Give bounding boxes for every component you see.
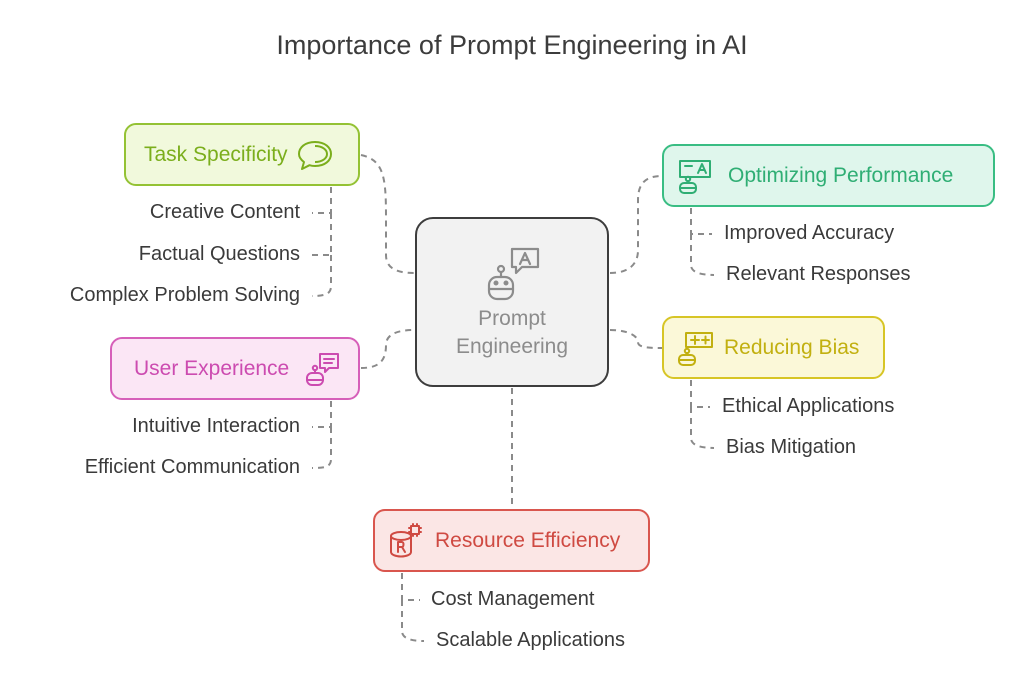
connector-complex-problem: [311, 255, 332, 297]
center-label-line2: Engineering: [455, 335, 569, 358]
connector-scalable-applications: [401, 600, 425, 642]
robot-translate-icon: [676, 157, 714, 195]
node-user-experience: User Experience: [110, 337, 360, 400]
robot-speech-icon: [487, 247, 540, 301]
item-factual-questions: Factual Questions: [138, 243, 300, 265]
connector-cost-management: [401, 573, 420, 601]
center-node-prompt-engineering: Prompt Engineering: [415, 217, 609, 387]
item-creative-content: Creative Content: [149, 201, 300, 223]
node-reducing-bias: Reducing Bias: [662, 316, 885, 379]
item-complex-problem-solving: Complex Problem Solving: [69, 284, 300, 306]
connector-creative-content: [312, 187, 332, 214]
connector-efficient-communication: [311, 427, 332, 469]
item-bias-mitigation: Bias Mitigation: [726, 436, 857, 458]
database-chip-icon: [387, 522, 425, 560]
connector-optimizing-performance: [609, 175, 663, 274]
item-efficient-communication: Efficient Communication: [84, 456, 300, 478]
connector-relevant-responses: [690, 234, 715, 276]
connector-intuitive-interaction: [312, 401, 332, 428]
connector-factual-questions: [312, 213, 332, 256]
speech-bubble-icon: [296, 136, 334, 174]
item-scalable-applications: Scalable Applications: [436, 629, 626, 651]
node-label: User Experience: [134, 356, 290, 380]
connector-reducing-bias: [609, 329, 663, 349]
connector-bias-mitigation: [690, 407, 715, 449]
node-label: Task Specificity: [144, 142, 288, 166]
diagram-title: Importance of Prompt Engineering in AI: [276, 30, 748, 60]
connector-user-experience: [360, 329, 415, 369]
connector-task-specificity: [360, 154, 415, 274]
item-cost-management: Cost Management: [431, 588, 595, 610]
node-label: Resource Efficiency: [435, 528, 621, 552]
node-resource-efficiency: Resource Efficiency: [373, 509, 650, 572]
item-ethical-applications: Ethical Applications: [722, 395, 895, 417]
connector-improved-accuracy: [690, 208, 712, 235]
node-task-specificity: Task Specificity: [124, 123, 360, 186]
robot-chat-icon: [303, 350, 341, 388]
node-optimizing-performance: Optimizing Performance: [662, 144, 995, 207]
item-intuitive-interaction: Intuitive Interaction: [132, 415, 300, 437]
node-label: Reducing Bias: [724, 335, 860, 359]
robot-plus-icon: [676, 329, 714, 367]
center-label-line1: Prompt: [478, 307, 546, 330]
connector-ethical-applications: [690, 380, 710, 408]
node-label: Optimizing Performance: [728, 163, 954, 187]
item-relevant-responses: Relevant Responses: [726, 263, 911, 285]
item-improved-accuracy: Improved Accuracy: [724, 222, 895, 244]
